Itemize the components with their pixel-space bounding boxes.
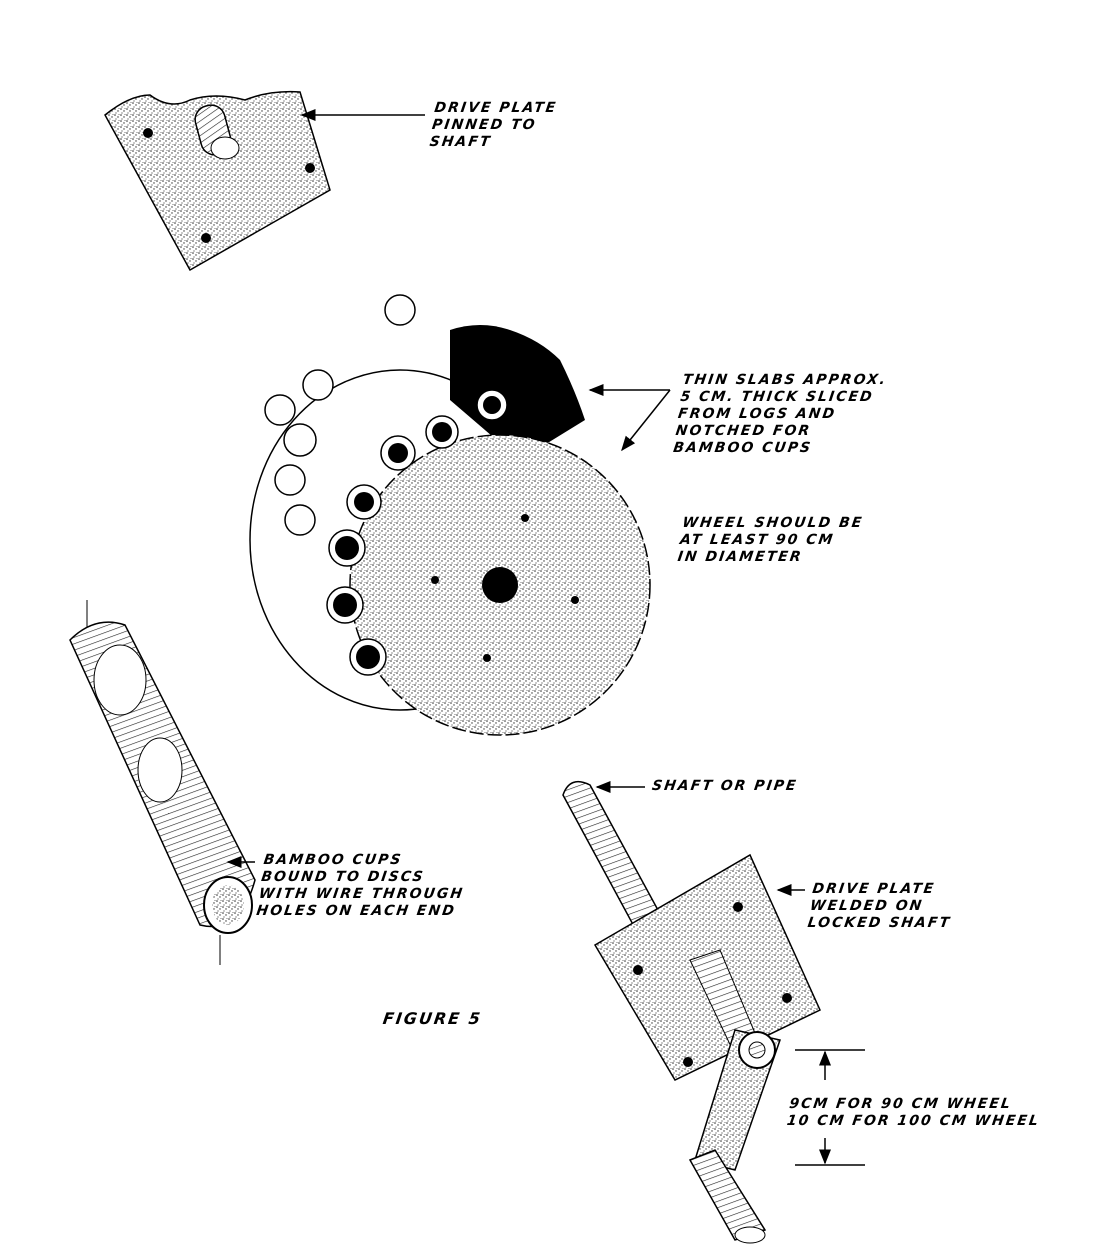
label-wheel-size: WHEEL SHOULD BE AT LEAST 90 CM IN DIAMET… — [676, 515, 865, 566]
label-line: WHEEL SHOULD BE — [681, 515, 865, 531]
water-wheel — [249, 294, 651, 736]
label-line: DRIVE PLATE — [811, 881, 937, 897]
figure-title: FIGURE 5 — [381, 1009, 484, 1028]
label-line: 10 CM FOR 100 CM WHEEL — [785, 1113, 1041, 1129]
drive-plate-pinned — [104, 90, 331, 272]
label-line: BAMBOO CUPS — [672, 440, 814, 456]
label-drive-plate-welded: DRIVE PLATE WELDED ON LOCKED SHAFT — [806, 881, 956, 932]
label-line: THIN SLABS APPROX. — [681, 372, 889, 388]
label-line: WITH WIRE THROUGH — [257, 886, 466, 902]
bamboo-cup — [69, 600, 256, 965]
label-line: 9CM FOR 90 CM WHEEL — [788, 1096, 1013, 1112]
label-bamboo-cups: BAMBOO CUPS BOUND TO DISCS WITH WIRE THR… — [255, 852, 470, 920]
label-thin-slabs: THIN SLABS APPROX. 5 CM. THICK SLICED FR… — [672, 372, 888, 457]
label-line: WELDED ON — [808, 898, 925, 914]
label-line: 5 CM. THICK SLICED — [679, 389, 875, 405]
label-line: LOCKED SHAFT — [806, 915, 953, 931]
label-crank-dimension: 9CM FOR 90 CM WHEEL 10 CM FOR 100 CM WHE… — [786, 1096, 1044, 1130]
shaft-assembly — [562, 780, 821, 1244]
label-line: NOTCHED FOR — [674, 423, 813, 439]
label-line: BOUND TO DISCS — [260, 869, 426, 885]
label-line: DRIVE PLATE — [433, 100, 559, 116]
label-line: PINNED TO — [430, 117, 538, 133]
label-line: AT LEAST 90 CM — [678, 532, 836, 548]
dimension-marker — [795, 1049, 865, 1166]
label-line: SHAFT OR PIPE — [650, 778, 799, 794]
label-shaft: SHAFT OR PIPE — [651, 778, 799, 795]
label-line: BAMBOO CUPS — [262, 852, 404, 868]
label-line: SHAFT — [428, 134, 493, 150]
label-line: IN DIAMETER — [676, 549, 804, 565]
label-line: HOLES ON EACH END — [255, 903, 457, 919]
label-drive-plate-pinned: DRIVE PLATE PINNED TO SHAFT — [428, 100, 559, 151]
label-line: FROM LOGS AND — [676, 406, 838, 422]
